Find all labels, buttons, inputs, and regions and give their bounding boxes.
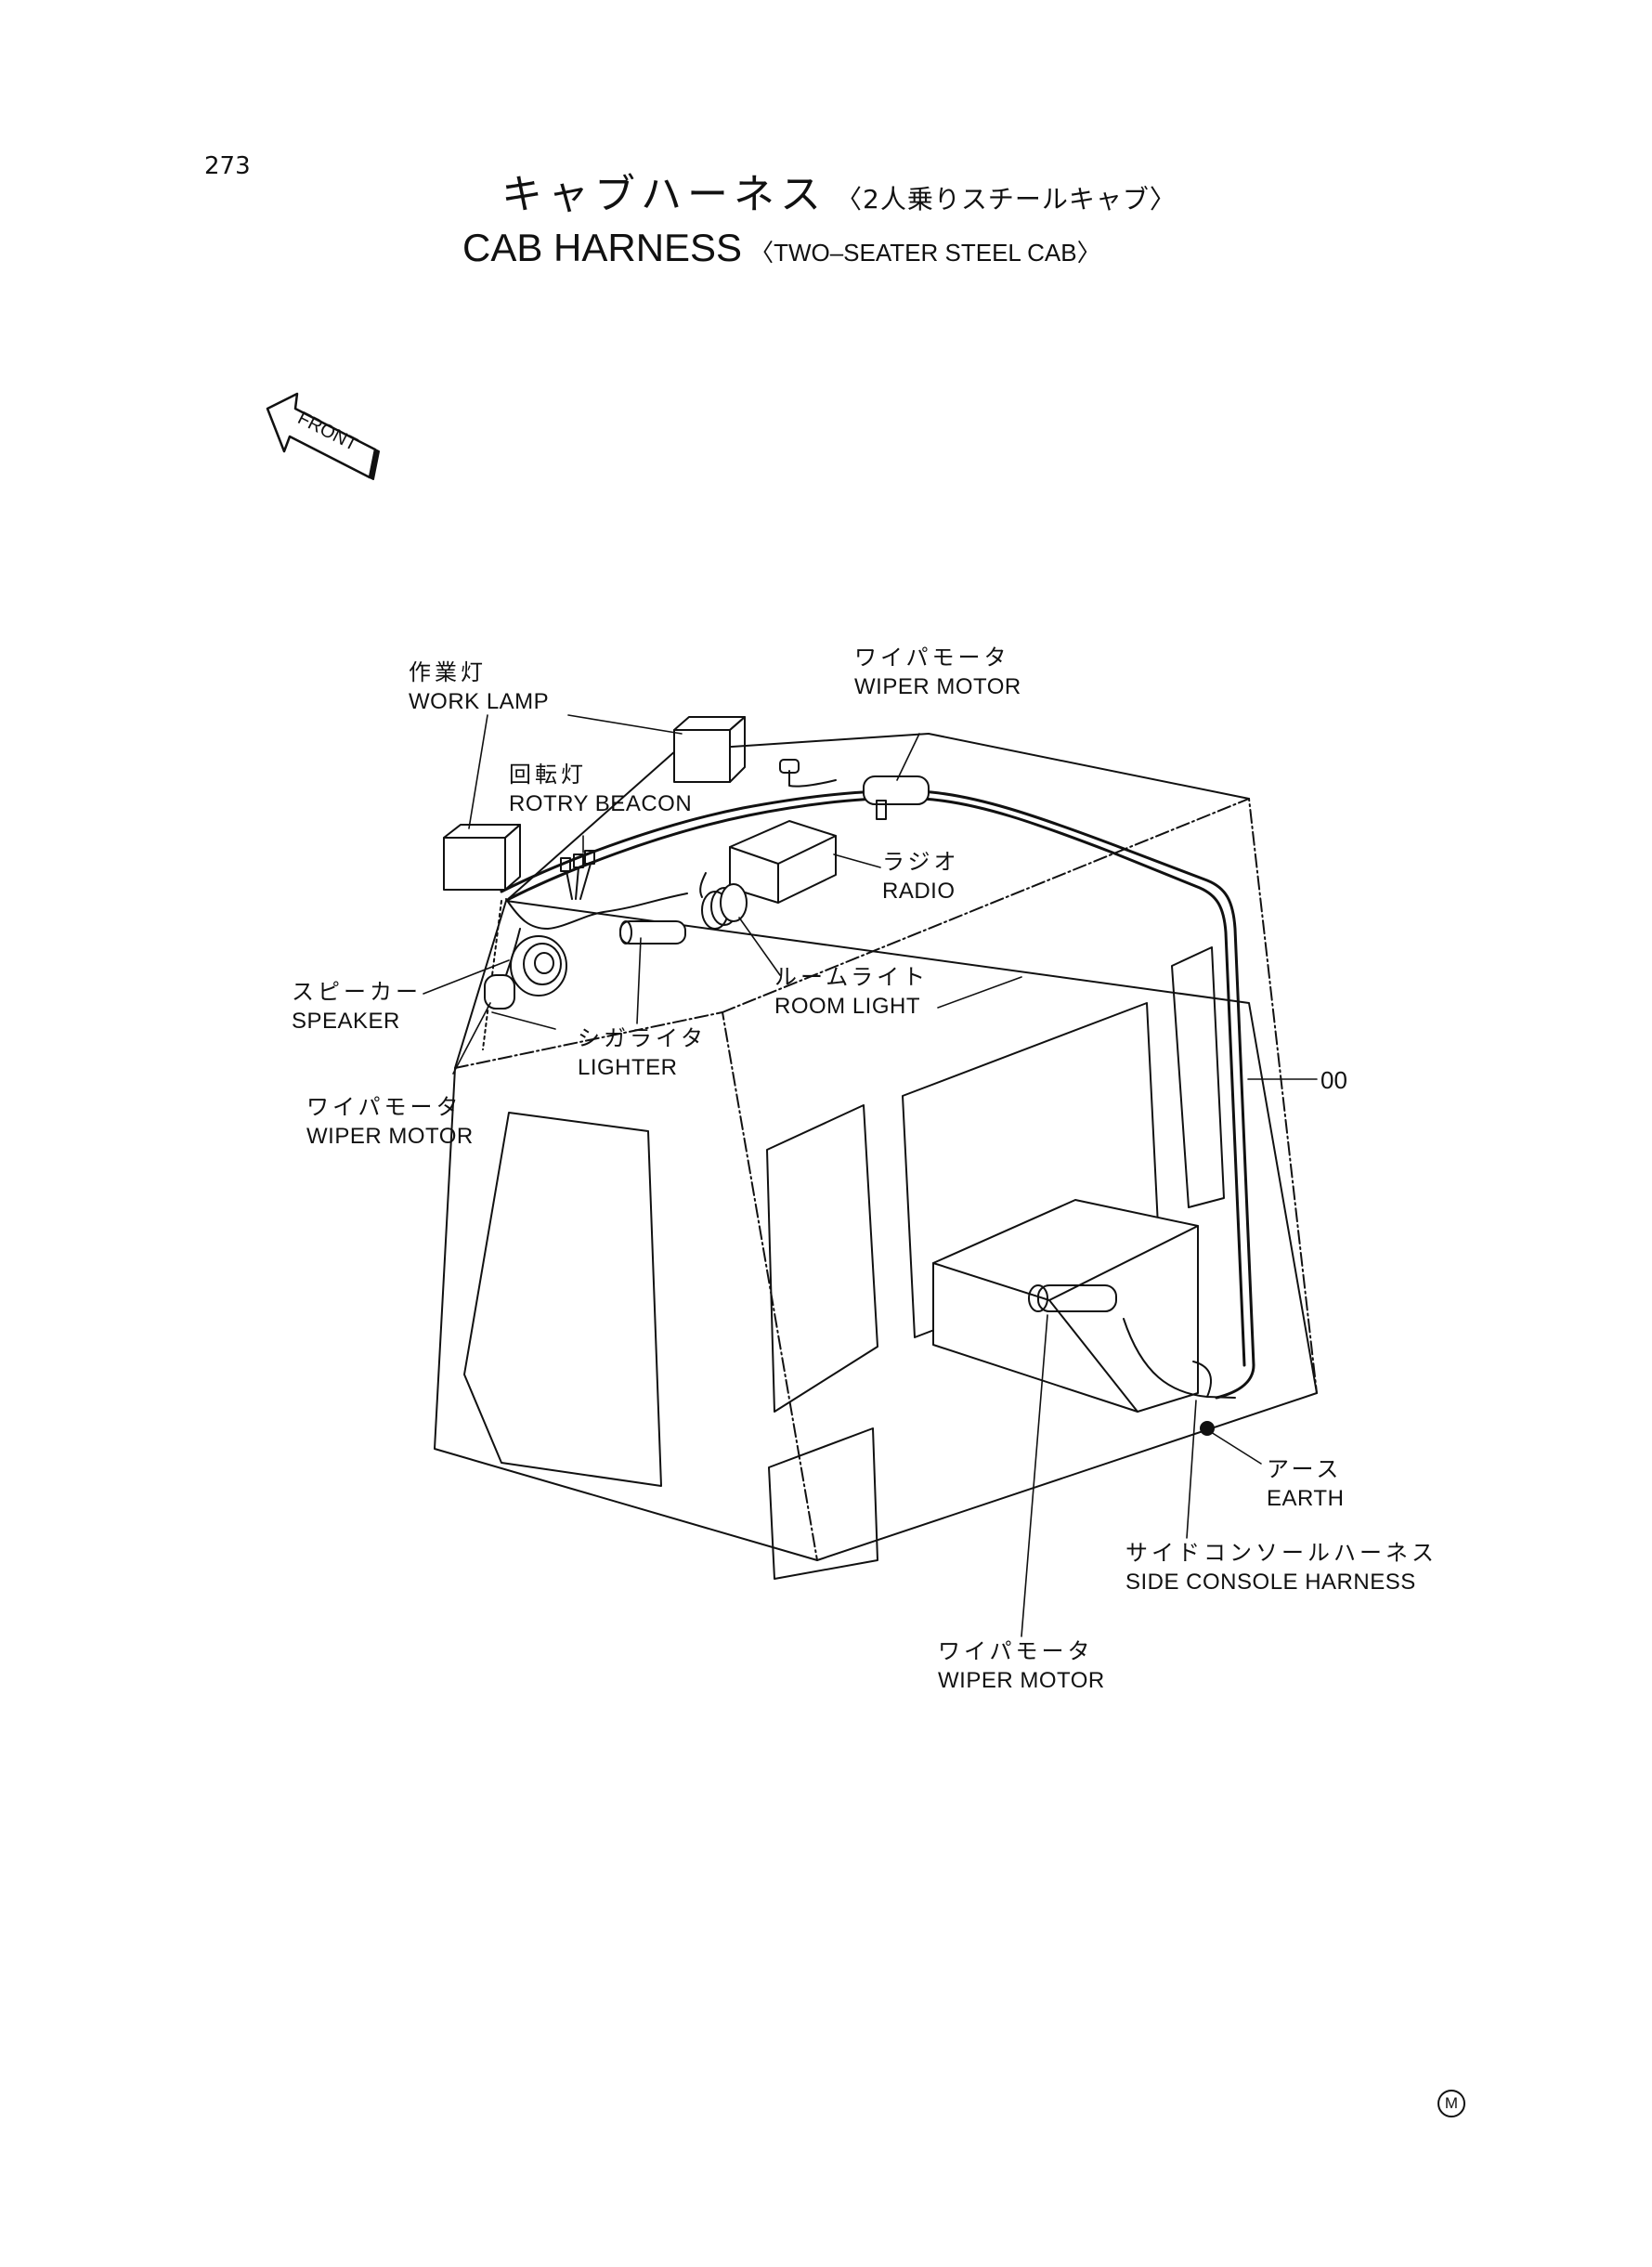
label-rotry-beacon: 回転灯 ROTRY BEACON [509,763,692,815]
wiper-motor-left-en: WIPER MOTOR [306,1124,474,1149]
label-room-light: ルームライト ROOM LIGHT [774,966,929,1018]
label-earth: アース EARTH [1267,1458,1344,1510]
cab-rear-window-lower [768,1427,878,1580]
wiper-motor-top-jp: ワイパモータ [854,645,1010,671]
page-number: 273 [204,152,251,180]
speaker-en: SPEAKER [292,1009,400,1034]
rotry-beacon-en: ROTRY BEACON [509,791,693,816]
side-console [932,1199,1199,1413]
leader-lines [423,714,1318,1637]
side-console-harness-jp: サイドコンソールハーネス [1125,1540,1437,1566]
lighter-icon [619,920,686,945]
cab-side-window [1171,946,1225,1208]
cab-rear-window-left [766,1104,878,1413]
title-jp-main: キャブハーネス [501,171,826,218]
radio-jp: ラジオ [882,849,960,875]
wiper-motor-top-en: WIPER MOTOR [854,674,1021,699]
earth-en: EARTH [1267,1486,1345,1511]
label-radio: ラジオ RADIO [882,851,960,903]
corner-mark: M [1437,2090,1465,2117]
room-light-en: ROOM LIGHT [774,994,921,1019]
label-side-console-harness: サイドコンソールハーネス SIDE CONSOLE HARNESS [1125,1542,1437,1594]
cab-left-door [463,1112,662,1487]
lighter-en: LIGHTER [578,1055,678,1080]
rotry-beacon-jp: 回転灯 [509,762,587,788]
cab-body [434,733,1318,1580]
radio-icon [729,820,837,904]
label-wiper-motor-left: ワイパモータ WIPER MOTOR [306,1096,474,1148]
lighter-jp: シガライタ [578,1025,708,1051]
title-jp-sub: 〈2人乗りスチールキャブ〉 [836,184,1177,215]
label-speaker: スピーカー SPEAKER [292,981,422,1033]
wiper-motor-bottom-jp: ワイパモータ [938,1638,1094,1664]
title-en-main: CAB HARNESS [462,226,743,269]
page-title-english: CAB HARNESS〈TWO–SEATER STEEL CAB〉 [462,228,1101,267]
wiper-motor-top-icon [863,775,930,820]
room-light-jp: ルームライト [774,964,930,990]
radio-en: RADIO [882,879,956,904]
label-wiper-motor-top: ワイパモータ WIPER MOTOR [854,646,1021,698]
speaker-jp: スピーカー [292,979,422,1005]
room-light-icon [701,883,748,930]
label-wiper-motor-bottom: ワイパモータ WIPER MOTOR [938,1640,1105,1692]
label-lighter: シガライタ LIGHTER [578,1027,707,1079]
side-console-harness-en: SIDE CONSOLE HARNESS [1125,1570,1416,1595]
title-en-sub: 〈TWO–SEATER STEEL CAB〉 [749,239,1101,267]
small-harness-branches [505,759,837,976]
label-work-lamp: 作業灯 WORK LAMP [409,661,549,713]
wiper-motor-bottom-en: WIPER MOTOR [938,1668,1105,1693]
wiper-motor-left-jp: ワイパモータ [306,1094,462,1120]
wiper-motor-left-icon [484,974,515,1010]
work-lamp-left-icon [443,824,521,891]
rotry-beacon-connector-icon [560,850,595,900]
work-lamp-en: WORK LAMP [409,689,550,714]
speaker-icon [510,935,567,997]
work-lamp-right-icon [673,716,746,783]
front-arrow-icon: FRONT [266,392,380,480]
work-lamp-jp: 作業灯 [409,659,487,685]
label-harness-ref: 00 [1320,1066,1347,1094]
earth-jp: アース [1267,1456,1343,1482]
page-title-japanese: キャブハーネス〈2人乗りスチールキャブ〉 [501,175,1177,215]
